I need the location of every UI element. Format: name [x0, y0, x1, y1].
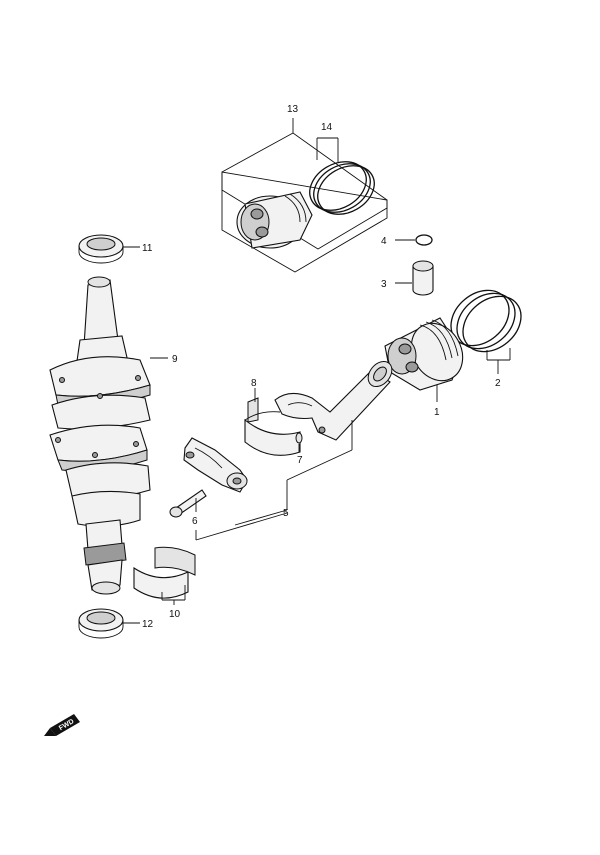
- kit-rings: [309, 161, 375, 215]
- rod-bolt-6[interactable]: 6: [169, 489, 207, 527]
- piston-kit-13[interactable]: 13 14: [221, 104, 388, 273]
- oil-seal-12[interactable]: 12: [78, 608, 154, 639]
- callout-7: 7: [297, 455, 303, 466]
- callout-3: 3: [381, 279, 387, 290]
- connecting-rod-5[interactable]: 5: [183, 357, 397, 541]
- dowel-7[interactable]: 7: [295, 432, 303, 466]
- callout-8: 8: [251, 378, 257, 389]
- callout-4: 4: [381, 236, 387, 247]
- oil-seal-11[interactable]: 11: [78, 234, 153, 264]
- callout-6: 6: [192, 516, 198, 527]
- fwd-label: FWD: [58, 718, 75, 732]
- circlip-4[interactable]: 4: [381, 234, 433, 247]
- rod-bearing-8[interactable]: 8: [244, 378, 301, 456]
- callout-13: 13: [287, 104, 299, 115]
- crankshaft-9[interactable]: 9: [49, 276, 178, 595]
- callout-12: 12: [142, 619, 154, 630]
- main-bearing-10[interactable]: 10: [133, 546, 196, 620]
- callout-11: 11: [142, 243, 153, 254]
- callout-10: 10: [169, 609, 181, 620]
- callout-1: 1: [434, 407, 440, 418]
- piston-1[interactable]: 1: [384, 314, 473, 418]
- fwd-arrow-icon: FWD: [44, 714, 80, 736]
- callout-9: 9: [172, 354, 178, 365]
- kit-piston: [236, 191, 313, 249]
- callout-2: 2: [495, 378, 501, 389]
- rod-cap: [183, 437, 248, 493]
- callout-14: 14: [321, 122, 333, 133]
- piston-pin-3[interactable]: 3: [381, 260, 434, 296]
